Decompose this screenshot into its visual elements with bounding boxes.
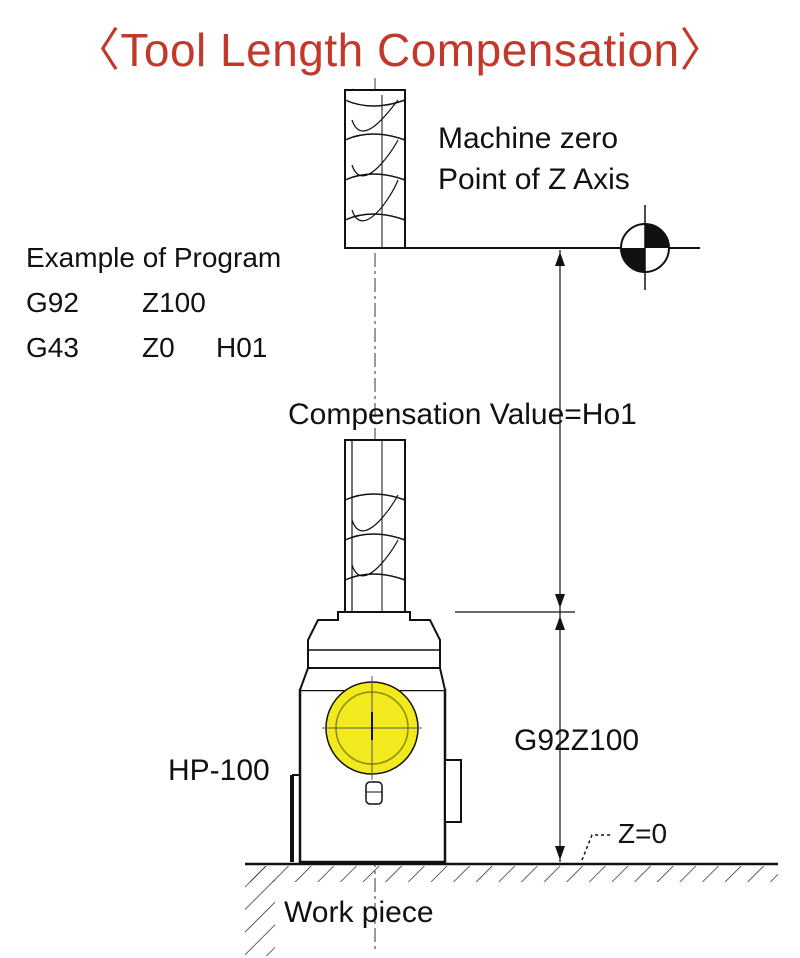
compensation-label: Compensation Value=Ho1: [288, 398, 637, 431]
program-line2-arg2: H01: [216, 332, 268, 363]
example-heading: Example of Program: [26, 242, 282, 273]
z0-leader: [581, 834, 612, 861]
machine-zero-symbol-icon: [620, 205, 670, 290]
program-line2-code: G43: [26, 332, 79, 363]
program-line2-arg1: Z0: [142, 332, 175, 363]
upper-end-mill: [344, 88, 406, 249]
hp100-tool-setter: [290, 611, 462, 864]
hp100-label: HP-100: [168, 754, 270, 787]
g92z100-label: G92Z100: [514, 724, 640, 757]
diagram-title: 〈Tool Length Compensation〉: [73, 24, 727, 76]
lower-end-mill: [344, 439, 406, 613]
program-line1-arg: Z100: [142, 287, 206, 318]
z0-label: Z=0: [618, 818, 668, 849]
machine-zero-label-line2: Point of Z Axis: [438, 163, 630, 196]
program-line1-code: G92: [26, 287, 79, 318]
machine-zero-label-line1: Machine zero: [438, 122, 619, 155]
workpiece-label: Work piece: [284, 896, 434, 929]
